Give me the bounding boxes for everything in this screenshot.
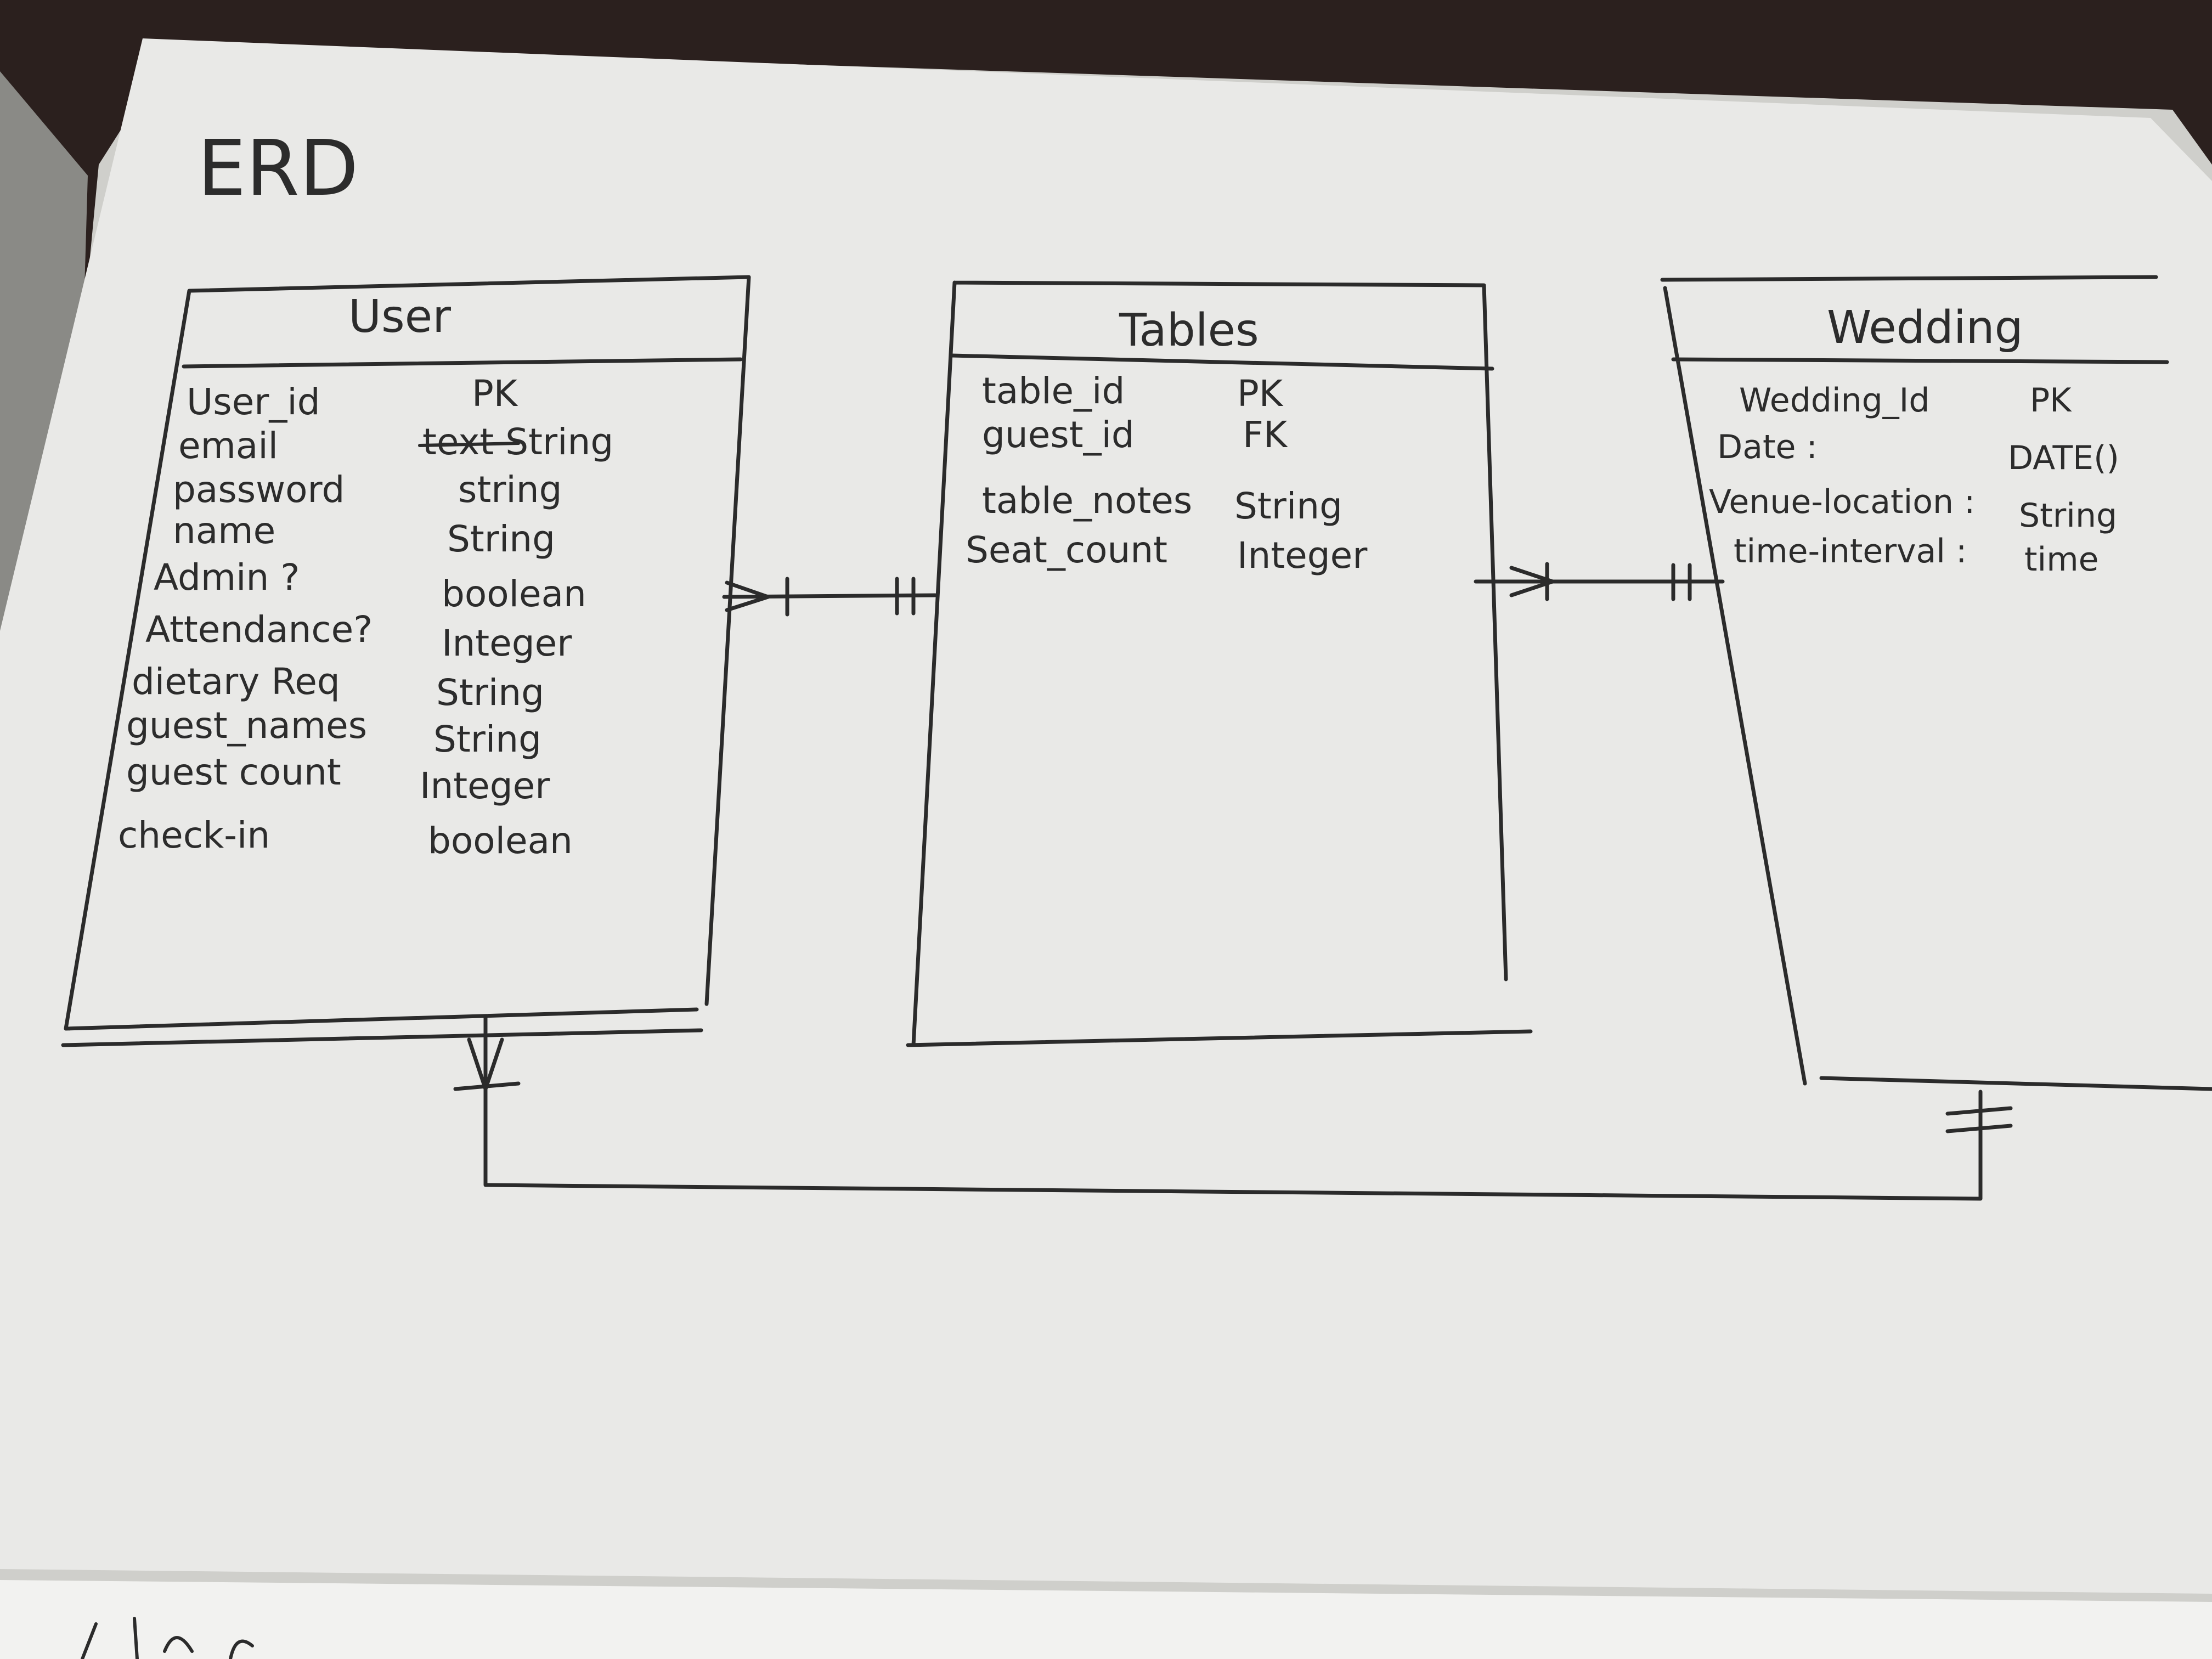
user-attr-type: String [436, 672, 544, 714]
user-attr-type: boolean [442, 573, 586, 615]
user-attr-name: email [178, 425, 278, 467]
tables-attr-type: Integer [1237, 534, 1368, 577]
user-attr-name: dietary Req [132, 661, 340, 703]
entity-user-title: User [348, 291, 451, 343]
tables-attribute-list: table_id PK guest_id FK table_notes Stri… [966, 370, 1368, 577]
user-attr-name: name [173, 510, 275, 552]
wedding-attr-name: time-interval : [1734, 532, 1967, 571]
user-attr-type: Integer [442, 622, 572, 664]
wedding-attr-type: DATE() [2008, 439, 2119, 477]
tables-attr-type: PK [1237, 373, 1284, 415]
tables-attr-type: String [1234, 485, 1342, 527]
user-attr-name: check-in [118, 814, 270, 856]
relationship-user-tables [722, 577, 938, 617]
user-attr-type: String [447, 518, 555, 560]
strikethrough-mark [418, 442, 520, 447]
user-attr-type: boolean [428, 820, 573, 862]
lower-sheet [0, 1580, 2212, 1659]
relationship-tables-wedding [1474, 562, 1725, 601]
user-attr-name: password [173, 469, 345, 511]
user-attr-name: User_id [187, 381, 320, 423]
user-attr-type: String [433, 718, 541, 760]
user-attr-name: guest count [126, 751, 341, 793]
user-attr-type: PK [472, 373, 518, 415]
wedding-attribute-list: Wedding_Id PK Date : DATE() Venue-locati… [1709, 381, 2119, 579]
entity-wedding-title: Wedding [1827, 302, 2023, 354]
tables-attr-name: Seat_count [966, 529, 1167, 571]
lower-sheet-scribble [81, 1617, 254, 1659]
user-attr-type: string [458, 469, 562, 511]
paper-sheet [0, 38, 2212, 1594]
diagram-title: ERD [198, 124, 359, 213]
relationship-user-wedding [453, 1015, 2013, 1201]
entity-wedding-box [1660, 275, 2212, 1091]
user-attr-name: guest_names [126, 704, 367, 747]
wedding-attr-type: PK [2030, 381, 2072, 420]
tables-attr-name: table_id [982, 370, 1125, 412]
wedding-attr-type: String [2019, 496, 2117, 535]
user-attribute-list: User_id PK email text String password st… [118, 373, 613, 862]
user-attr-type: Integer [420, 765, 550, 807]
user-attr-name: Attendance? [145, 608, 373, 651]
wedding-attr-name: Wedding_Id [1739, 381, 1929, 420]
entity-tables-box [906, 280, 1533, 1047]
wedding-attr-name: Venue-location : [1709, 483, 1975, 521]
wedding-attr-name: Date : [1717, 428, 1818, 466]
tables-attr-name: guest_id [982, 414, 1135, 456]
user-attr-name: Admin ? [154, 556, 300, 599]
entity-tables-title: Tables [1119, 304, 1259, 357]
tables-attr-type: FK [1243, 414, 1288, 456]
wedding-attr-type: time [2024, 540, 2099, 579]
tables-attr-name: table_notes [982, 479, 1192, 522]
entity-user-box [61, 275, 751, 1047]
